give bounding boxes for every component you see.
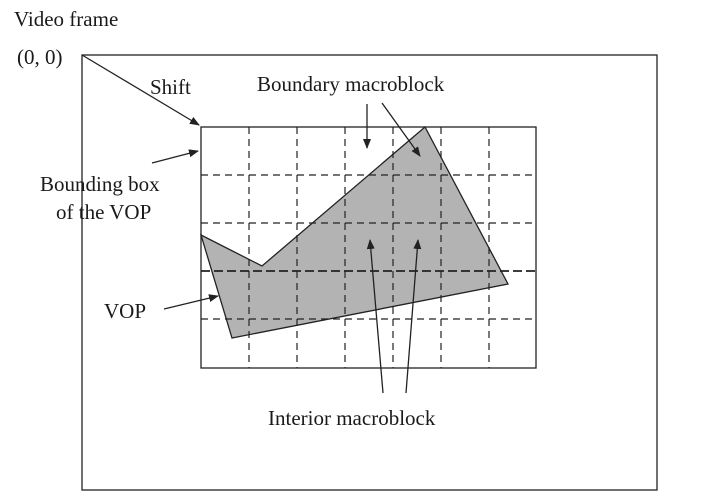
bounding-box-label-line1: Bounding box: [40, 172, 160, 196]
bounding-box-arrow: [151, 149, 199, 164]
interior-macroblock-arrow-1: [366, 239, 384, 394]
video-frame-label: Video frame: [14, 7, 118, 31]
boundary-macroblock-label: Boundary macroblock: [257, 72, 445, 96]
video-frame-rect: [81, 54, 658, 491]
vop-shape: [199, 125, 509, 339]
macroblock-grid-vertical: [248, 127, 490, 368]
shift-arrow: [81, 54, 200, 126]
boundary-macroblock-arrow-2: [381, 102, 421, 157]
bounding-box-label-line2: of the VOP: [56, 200, 151, 224]
origin-label: (0, 0): [17, 45, 63, 69]
macroblock-grid-horizontal: [201, 174, 536, 320]
interior-macroblock-label: Interior macroblock: [268, 406, 436, 430]
bounding-box-rect: [200, 126, 537, 369]
vop-label: VOP: [104, 299, 146, 323]
interior-macroblock-arrow-2: [405, 239, 422, 394]
vop-arrow: [163, 294, 219, 310]
shift-label: Shift: [150, 75, 191, 99]
